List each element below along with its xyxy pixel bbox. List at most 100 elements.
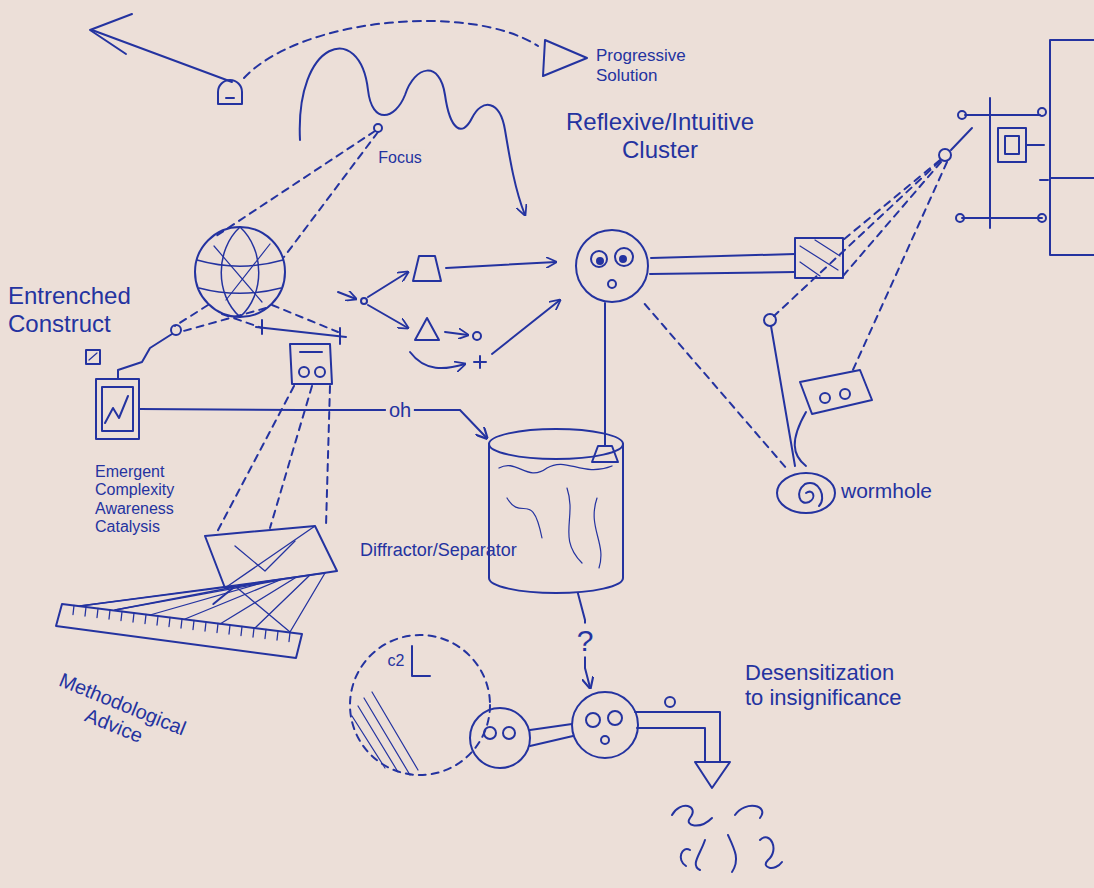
bracket-bar [256, 327, 346, 337]
connector [213, 588, 233, 604]
circuit-wire [962, 98, 1048, 228]
step-line [412, 646, 430, 676]
eye [615, 248, 633, 266]
edge-label: ? [574, 624, 597, 657]
shape-outline [572, 228, 652, 304]
arm-knob [665, 697, 675, 707]
frame-sketch [105, 396, 128, 423]
hanging-line [771, 326, 795, 466]
cylinder-body [489, 444, 623, 593]
flow-arrow [368, 272, 408, 297]
callout-label: c2 [385, 652, 408, 670]
flow-arrow [368, 305, 408, 328]
down-arrowhead [695, 762, 730, 788]
frame-outer [96, 379, 139, 439]
prism-edge [225, 526, 315, 588]
flow-arrow [338, 292, 356, 299]
focus-ray [284, 132, 378, 257]
big-arrow-shaft [92, 30, 232, 82]
globe-meridian [240, 227, 259, 317]
circuit-node [1038, 108, 1046, 116]
edge-panel [1050, 40, 1094, 255]
big-arrow-head [90, 14, 132, 54]
dashed-ray [774, 161, 940, 316]
bag-loop [795, 412, 806, 466]
picture-frame: Entrenched Construct [95, 378, 140, 440]
dashed-circle [350, 635, 490, 775]
flow-arrow [446, 262, 556, 268]
dashed-link [180, 308, 266, 332]
ruler-ticks [73, 606, 290, 642]
shape-outline [775, 468, 837, 514]
ruler-bar: Methodological Advice [56, 604, 302, 660]
shape-outline [56, 604, 302, 660]
node-text: Methodological Advice [31, 662, 206, 768]
small-square [86, 350, 100, 364]
globe-meridian [221, 227, 240, 317]
flow-arrow [492, 300, 560, 354]
flow-dot [473, 332, 481, 340]
bag-dot [820, 393, 830, 403]
shape-outline [465, 688, 745, 803]
focus-label: Focus [375, 149, 425, 167]
shape-outline [95, 378, 140, 440]
circuit-node [956, 214, 964, 222]
node-text: Progressive Solution [596, 46, 716, 85]
dome-mark [226, 97, 234, 99]
robot-arm [650, 254, 795, 274]
triangle-shape [543, 40, 587, 76]
eye [608, 711, 622, 725]
mouth [608, 280, 616, 288]
scribble [696, 840, 705, 870]
zigzag-arm [118, 334, 172, 378]
hatch-lines [352, 692, 418, 775]
flow-arrow [410, 352, 465, 368]
beam-line [217, 386, 294, 532]
prism-mark [235, 541, 295, 571]
robot-pair: Desensitization to insignificance [465, 688, 745, 803]
pivot-circle [939, 149, 951, 161]
scribble [728, 835, 736, 872]
wormhole-spiral [799, 483, 822, 506]
bag-shape [800, 370, 872, 414]
circuit-chip [1005, 136, 1019, 154]
node-text: wormhole [841, 479, 941, 503]
head-circle [470, 708, 530, 768]
triangle-symbol [415, 318, 439, 340]
frame-inner [102, 387, 133, 431]
head-circle [572, 692, 638, 758]
pupil [597, 258, 603, 264]
globe-parallel [197, 260, 283, 266]
wormhole-symbol: wormhole [775, 468, 837, 514]
node-text: Emergent Complexity Awareness Catalysis [95, 463, 187, 537]
node-text: Reflexive/Intuitive Cluster [530, 108, 790, 163]
node-text: Entrenched Construct [8, 282, 158, 337]
flow-dot [361, 298, 367, 304]
dashed-link [175, 305, 208, 326]
scribble [735, 806, 762, 818]
trapezoid-symbol [413, 256, 441, 281]
fan-ray [290, 573, 325, 632]
eye [503, 727, 515, 739]
beam-line [326, 386, 330, 526]
shape-outline [540, 38, 590, 78]
bracket-ticks [262, 320, 340, 344]
pupil [620, 256, 626, 262]
robot-head: Reflexive/Intuitive Cluster [572, 228, 652, 304]
head-stem [604, 303, 606, 446]
bag-dot [840, 389, 850, 399]
flow-arrow [445, 332, 468, 335]
liquid-wave [499, 464, 612, 473]
prism-body [205, 526, 337, 588]
camera-lens [315, 367, 325, 377]
fan-ray [235, 586, 290, 632]
box-hatch [800, 240, 840, 276]
camera-mark [300, 351, 322, 353]
camera-body [290, 344, 332, 384]
dashed-ray [843, 162, 941, 276]
head-circle [576, 230, 648, 302]
cylinder-tank: Emergent Complexity Awareness Catalysis [487, 428, 625, 593]
liquid-streaks [507, 488, 601, 568]
